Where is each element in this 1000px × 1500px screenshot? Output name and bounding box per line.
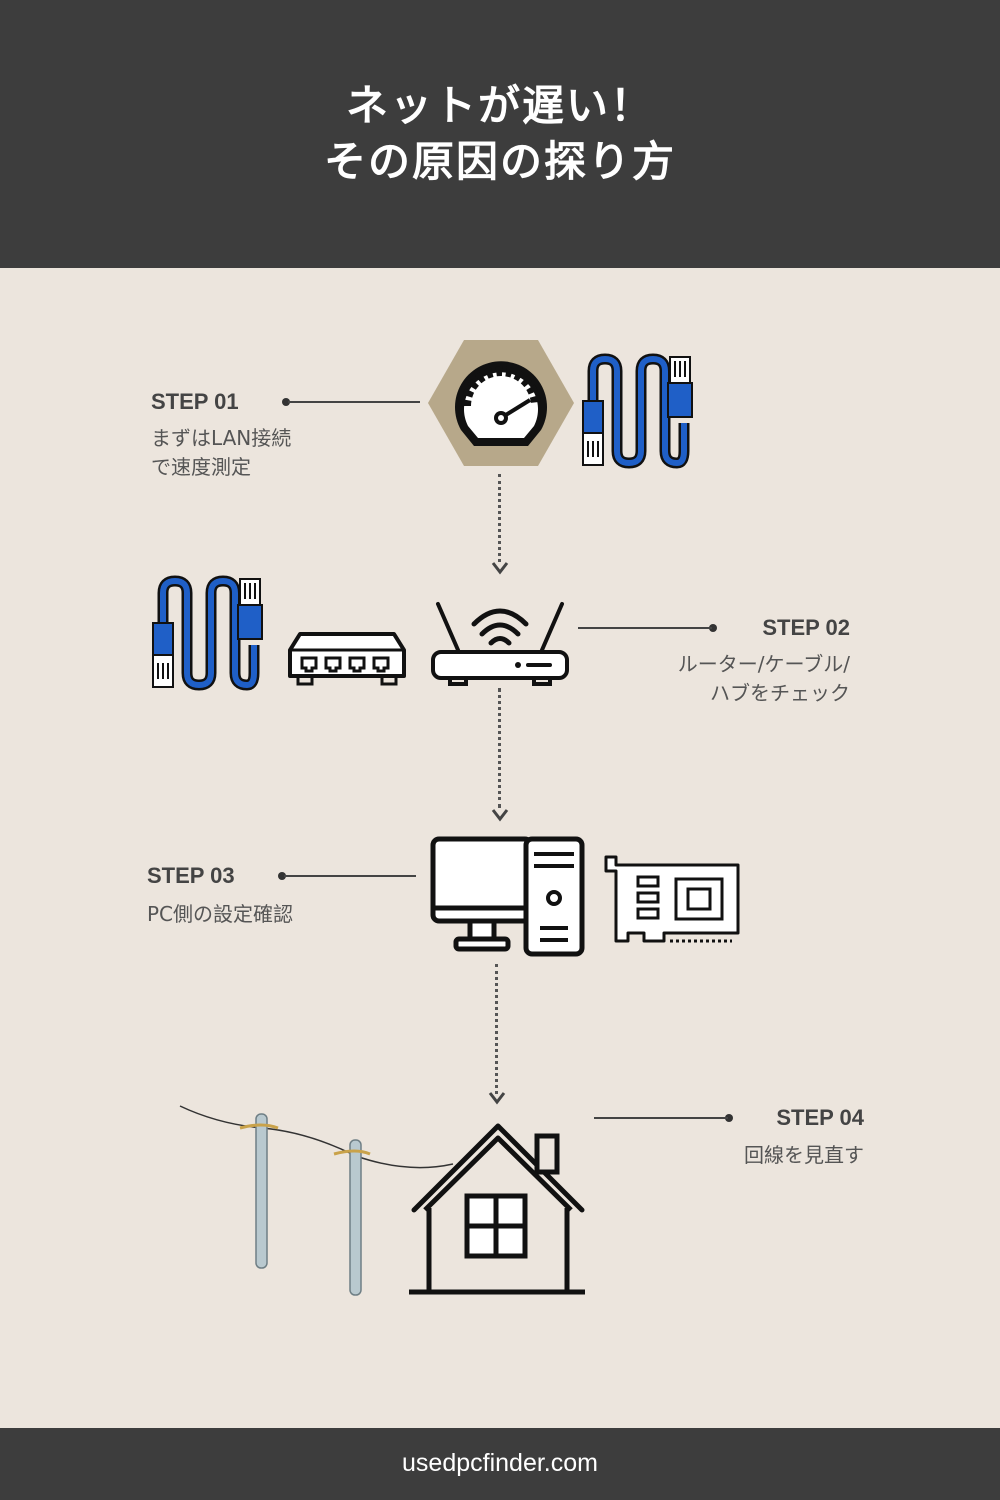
step-03-label: STEP 03 (147, 863, 235, 888)
footer-banner: usedpcfinder.com (0, 1428, 1000, 1500)
step-02-connector-dot (709, 624, 717, 632)
step-01-description: まずはLAN接続 で速度測定 (151, 424, 291, 482)
step-01-connector-dot (282, 398, 290, 406)
chevron-down-icon (488, 1092, 506, 1105)
header-banner: ネットが遅い！ その原因の探り方 (0, 0, 1000, 268)
title-line-1: ネットが遅い！ (345, 81, 654, 130)
flow-connector-2 (498, 688, 501, 808)
step-03-description: PC側の設定確認 (147, 900, 293, 929)
chevron-down-icon (491, 809, 509, 822)
step-01-desc-line-2: で速度測定 (151, 455, 251, 479)
step-01-desc-line-1: まずはLAN接続 (151, 426, 292, 450)
lan-cable-icon (582, 353, 693, 469)
network-hub-icon (288, 632, 406, 686)
page-title: ネットが遅い！ その原因の探り方 (0, 78, 1000, 190)
step-01-label: STEP 01 (151, 389, 239, 414)
lan-cable-icon (152, 575, 263, 691)
network-card-icon (604, 855, 740, 943)
chevron-down-icon (491, 562, 509, 575)
step-02-description: ルーター/ケーブル/ ハブをチェック (600, 650, 850, 708)
step-02-desc-line-1: ルーター/ケーブル/ (677, 652, 850, 676)
step-04-label: STEP 04 (776, 1105, 864, 1130)
title-line-2: その原因の探り方 (323, 137, 676, 186)
wifi-router-icon (431, 602, 569, 686)
flow-connector-1 (498, 474, 501, 562)
step-01-connector-line (288, 401, 420, 403)
speedometer-icon (428, 340, 574, 466)
step-03-desc-line-1: PC側の設定確認 (147, 902, 294, 926)
house-icon (409, 1123, 585, 1295)
desktop-pc-icon (430, 836, 585, 957)
step-04-description: 回線を見直す (614, 1141, 864, 1170)
step-04-desc-line-1: 回線を見直す (744, 1143, 864, 1167)
footer-site-link[interactable]: usedpcfinder.com (402, 1449, 598, 1477)
step-02-desc-line-2: ハブをチェック (710, 681, 850, 705)
step-02-connector-line (578, 627, 712, 629)
step-03-connector-line (284, 875, 416, 877)
step-04-connector-line (594, 1117, 728, 1119)
step-03-connector-dot (278, 872, 286, 880)
flow-connector-3 (495, 964, 498, 1094)
step-02-label: STEP 02 (762, 615, 850, 640)
utility-pole-icon (179, 1105, 454, 1296)
step-04-connector-dot (725, 1114, 733, 1122)
